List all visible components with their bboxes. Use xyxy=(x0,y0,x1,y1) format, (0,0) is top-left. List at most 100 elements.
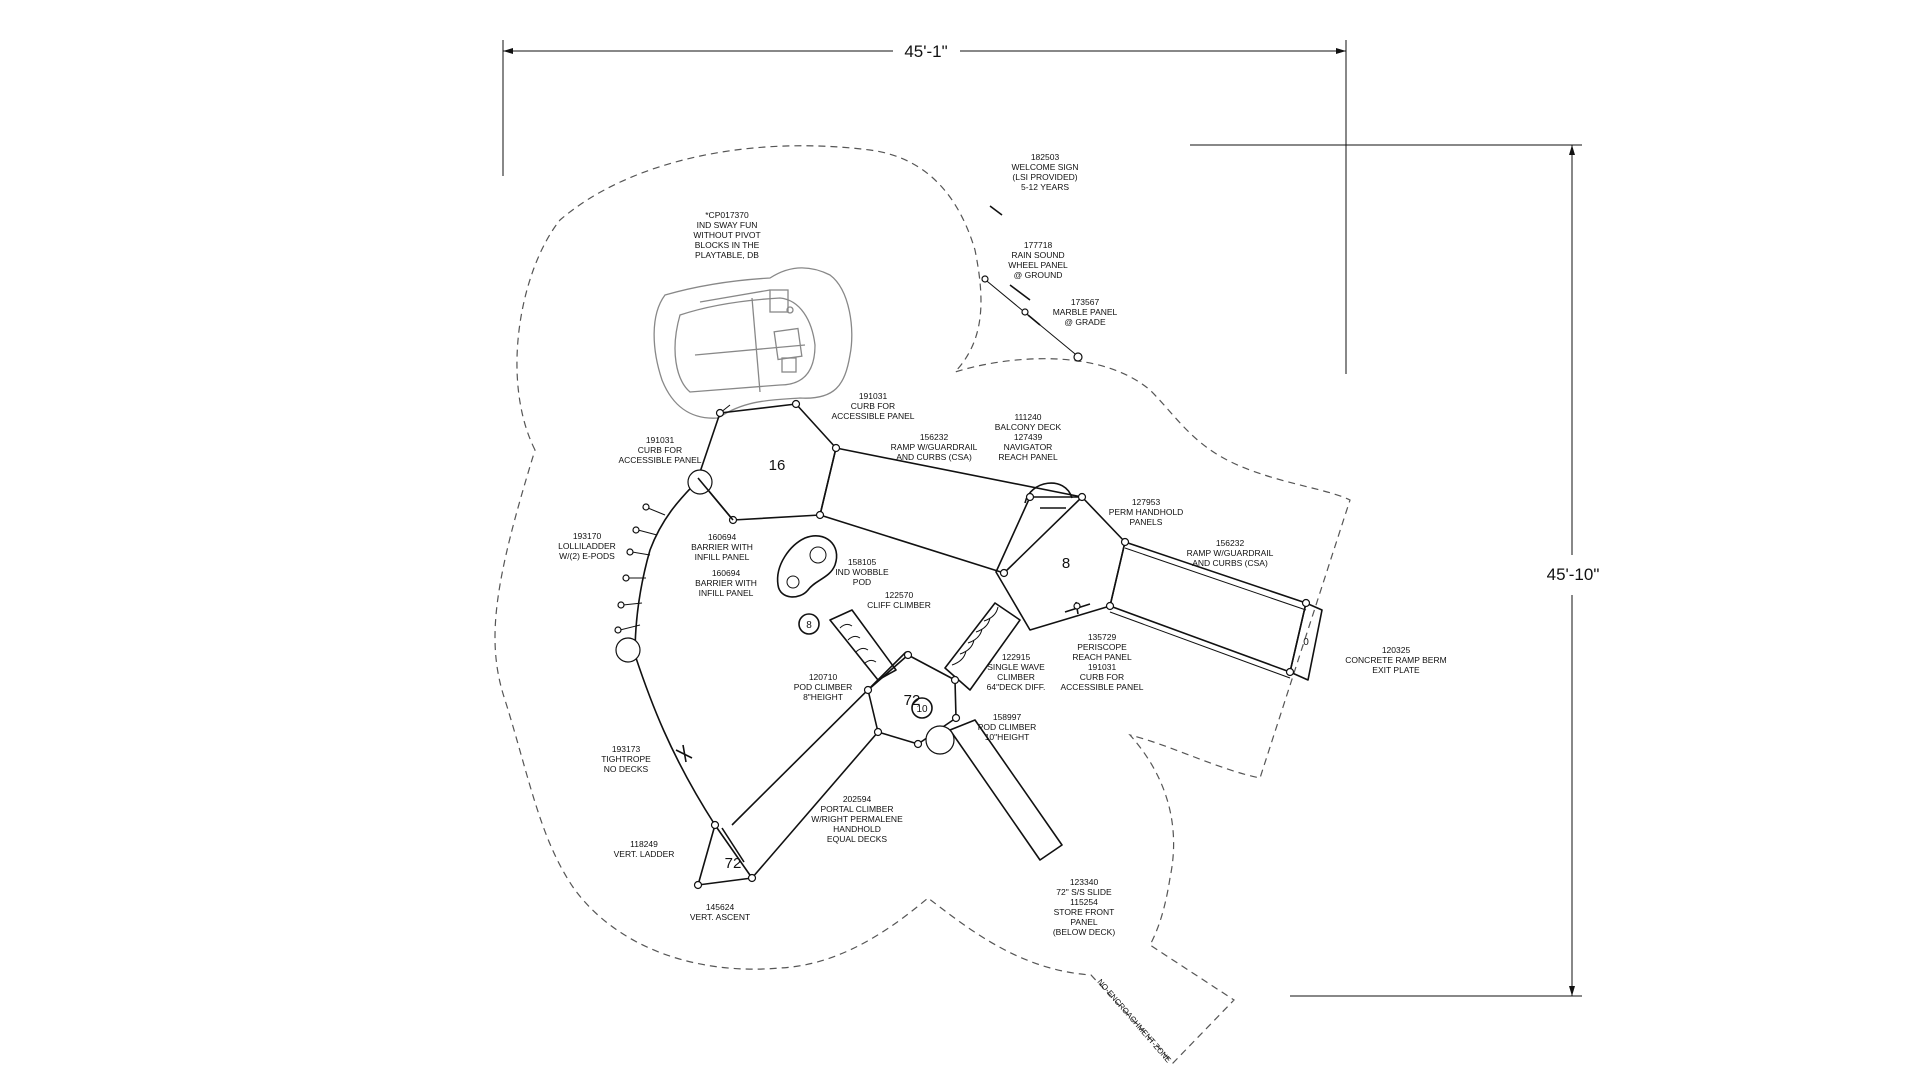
no-encroachment-zone: NO-ENCROACHMENT-ZONE xyxy=(1095,977,1172,1064)
label-line: AND CURBS (CSA) xyxy=(1192,558,1268,568)
label-line: 193173 xyxy=(612,744,641,754)
label-line: CLIFF CLIMBER xyxy=(867,600,931,610)
label-line: 64"DECK DIFF. xyxy=(987,682,1046,692)
label-line: W/(2) E-PODS xyxy=(559,551,615,561)
triangle-deck-height: 72 xyxy=(725,855,742,872)
label-line: 127439 xyxy=(1014,432,1043,442)
label-line: 191031 xyxy=(646,435,675,445)
label-line: 156232 xyxy=(1216,538,1245,548)
label-line: 122915 xyxy=(1002,652,1031,662)
label-line: NO DECKS xyxy=(604,764,649,774)
label-line: 72" S/S SLIDE xyxy=(1056,887,1112,897)
label-line: REACH PANEL xyxy=(998,452,1058,462)
label-line: CURB FOR xyxy=(638,445,682,455)
label-line: CURB FOR xyxy=(1080,672,1124,682)
label-line: RAMP W/GUARDRAIL xyxy=(891,442,978,452)
label-line: LOLLILADDER xyxy=(558,541,616,551)
label-line: POD CLIMBER xyxy=(978,722,1037,732)
label-line: VERT. LADDER xyxy=(614,849,675,859)
cliff-climber xyxy=(829,609,897,681)
label-line: EQUAL DECKS xyxy=(827,834,887,844)
label-line: BARRIER WITH xyxy=(695,578,757,588)
label-line: @ GROUND xyxy=(1014,270,1063,280)
label-line: 5-12 YEARS xyxy=(1021,182,1069,192)
label-line: 177718 xyxy=(1024,240,1053,250)
label-line: 123340 xyxy=(1070,877,1099,887)
label-line: CURB FOR xyxy=(851,401,895,411)
dimension-height: 45'-10" xyxy=(1190,144,1599,997)
label-line: 191031 xyxy=(1088,662,1117,672)
label-line: EXIT PLATE xyxy=(1372,665,1420,675)
wave-climber xyxy=(944,602,1021,691)
balcony-deck-height: 8 xyxy=(1062,555,1070,572)
pod-10-number: 10 xyxy=(916,704,928,715)
label-line: POD xyxy=(853,577,871,587)
ground-panels xyxy=(981,205,1083,362)
label-line: *CP017370 xyxy=(705,210,749,220)
label-line: VERT. ASCENT xyxy=(690,912,750,922)
lolliladder xyxy=(634,477,701,656)
label-line: PERISCOPE xyxy=(1077,642,1127,652)
triangle-deck xyxy=(697,824,753,886)
label-line: STORE FRONT xyxy=(1054,907,1115,917)
label-line: 145624 xyxy=(706,902,735,912)
label-line: ACCESSIBLE PANEL xyxy=(1061,682,1144,692)
slide xyxy=(949,719,1063,861)
label-line: PERM HANDHOLD xyxy=(1109,507,1184,517)
label-line: AND CURBS (CSA) xyxy=(896,452,972,462)
label-line: IND SWAY FUN xyxy=(697,220,758,230)
label-line: PORTAL CLIMBER xyxy=(820,804,893,814)
label-line: 193170 xyxy=(573,531,602,541)
label-line: 158997 xyxy=(993,712,1022,722)
label-line: (LSI PROVIDED) xyxy=(1012,172,1077,182)
label-line: 135729 xyxy=(1088,632,1117,642)
use-zone-boundary xyxy=(494,145,1351,1064)
label-line: WHEEL PANEL xyxy=(1008,260,1068,270)
label-line: 182503 xyxy=(1031,152,1060,162)
sway-fun-equipment xyxy=(653,267,853,419)
label-line: 156232 xyxy=(920,432,949,442)
label-line: HANDHOLD xyxy=(833,824,881,834)
label-line: 122570 xyxy=(885,590,914,600)
width-dimension-text: 45'-1" xyxy=(904,42,947,61)
no-encroachment-zone-text: NO-ENCROACHMENT-ZONE xyxy=(1095,977,1172,1064)
label-line: CONCRETE RAMP BERM xyxy=(1345,655,1446,665)
label-line: CLIMBER xyxy=(997,672,1035,682)
label-line: 115254 xyxy=(1070,897,1098,907)
wobble-pod xyxy=(776,535,838,598)
label-line: 111240 xyxy=(1014,412,1041,422)
label-line: @ GRADE xyxy=(1064,317,1106,327)
label-line: 160694 xyxy=(712,568,741,578)
label-line: PLAYTABLE, DB xyxy=(695,250,759,260)
label-line: INFILL PANEL xyxy=(695,552,750,562)
label-line: MARBLE PANEL xyxy=(1053,307,1118,317)
lower-deck-height: 72 xyxy=(904,692,921,709)
label-line: SINGLE WAVE xyxy=(987,662,1045,672)
label-line: ACCESSIBLE PANEL xyxy=(832,411,915,421)
pod-8-number: 8 xyxy=(806,620,812,631)
label-line: 158105 xyxy=(848,557,877,567)
label-line: IND WOBBLE xyxy=(835,567,889,577)
label-line: 10"HEIGHT xyxy=(985,732,1030,742)
tightrope xyxy=(634,654,716,826)
label-line: NAVIGATOR xyxy=(1004,442,1053,452)
label-line: W/RIGHT PERMALENE xyxy=(811,814,903,824)
dimension-width: 45'-1" xyxy=(502,40,1347,374)
